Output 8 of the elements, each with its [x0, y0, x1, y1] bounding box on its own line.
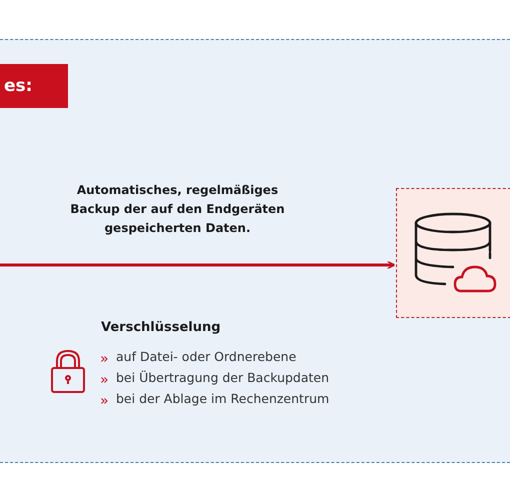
- bullet-item: bei Übertragung der Backupdaten: [116, 370, 330, 385]
- bullet-item: bei der Ablage im Rechenzentrum: [116, 391, 330, 406]
- edge-label: Automatisches, regelmäßiges Backup der auf den Endgeräten gespeicherten Daten.: [69, 182, 286, 237]
- title-banner: es:: [0, 64, 68, 108]
- storage-box: [396, 188, 510, 318]
- arrow: [0, 260, 396, 270]
- bullet-item: auf Datei- oder Ordnerebene: [116, 349, 296, 364]
- section-heading: Verschlüsselung: [101, 320, 221, 335]
